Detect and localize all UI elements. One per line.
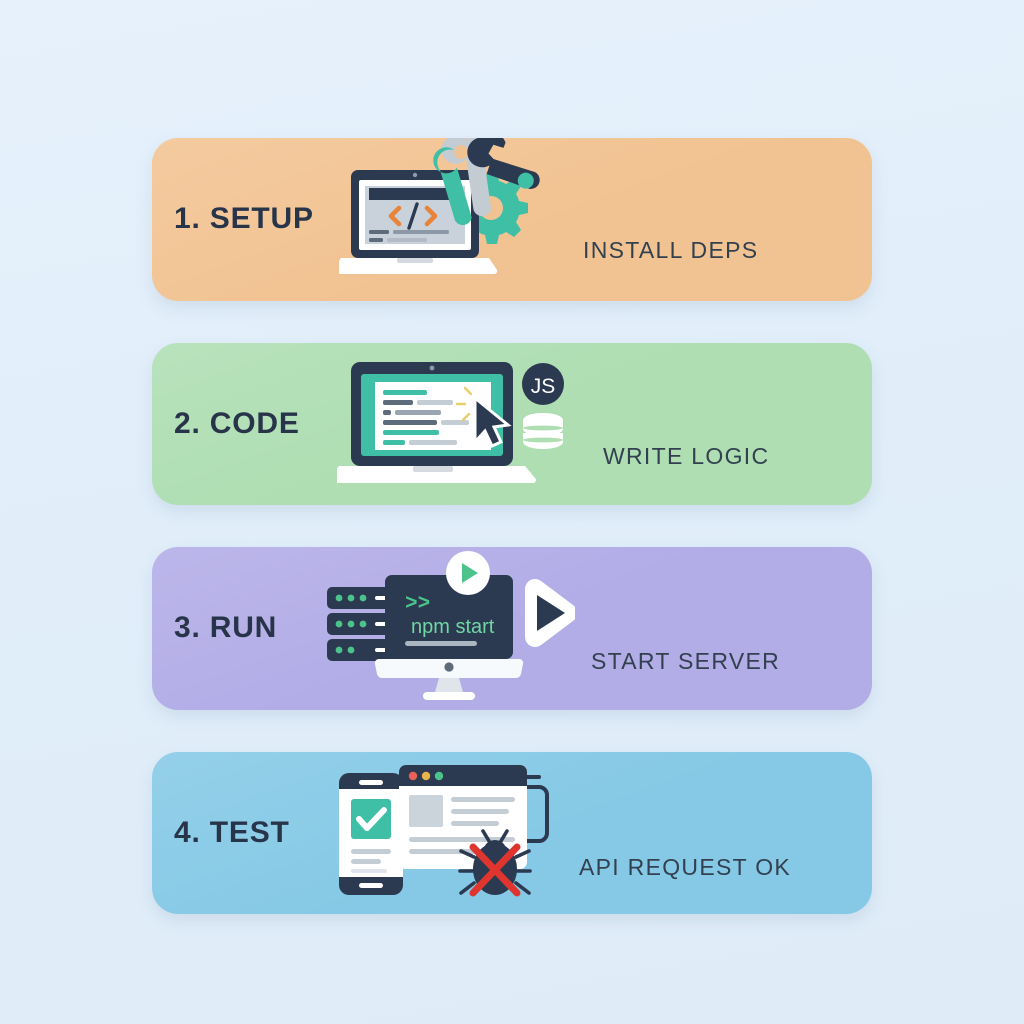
- step-row-setup[interactable]: 1. SETUP: [152, 138, 872, 301]
- play-outline-icon: [525, 578, 575, 647]
- step-illustration-code: JS: [337, 343, 583, 506]
- step-row-code[interactable]: 2. CODE JS: [152, 342, 872, 506]
- step-row-test[interactable]: 4. TEST: [152, 751, 872, 915]
- play-button-icon: [446, 550, 490, 595]
- database-separator: [523, 425, 563, 443]
- check-mark-icon: [356, 807, 387, 832]
- terminal-monitor-icon: >> npm start: [374, 574, 524, 700]
- cursor-arrow-icon: [455, 387, 512, 449]
- js-badge-icon: JS: [522, 363, 564, 406]
- step-illustration-test: [325, 752, 573, 915]
- step-caption-run: START SERVER: [591, 647, 781, 674]
- step-caption-test: API REQUEST OK: [579, 854, 792, 881]
- step-illustration-run: >> npm start: [313, 547, 575, 710]
- step-title-setup: 1. SETUP: [174, 202, 314, 236]
- terminal-command-text: npm start: [411, 616, 495, 638]
- laptop-editor-icon: [337, 362, 536, 484]
- step-title-test: 4. TEST: [174, 815, 290, 849]
- step-caption-code: WRITE LOGIC: [603, 443, 770, 470]
- step-caption-setup: INSTALL DEPS: [583, 236, 759, 263]
- database-icon: [523, 413, 563, 450]
- wrench-icon: [433, 138, 540, 225]
- terminal-prompt-text: >>: [405, 593, 430, 616]
- cross-out-icon: [469, 843, 521, 897]
- step-title-run: 3. RUN: [174, 611, 278, 645]
- step-title-code: 2. CODE: [174, 406, 300, 440]
- traffic-light-green: [434, 772, 444, 781]
- svg-text:JS: JS: [531, 375, 556, 398]
- bug-disabled-icon: [458, 829, 532, 897]
- code-glyph-icon: [388, 202, 438, 230]
- traffic-light-yellow: [421, 772, 431, 781]
- phone-check-icon: [339, 773, 403, 896]
- server-rack-icon: [327, 586, 401, 661]
- step-illustration-setup: [339, 138, 569, 301]
- step-row-run[interactable]: 3. RUN: [152, 547, 872, 710]
- traffic-light-red: [408, 772, 418, 781]
